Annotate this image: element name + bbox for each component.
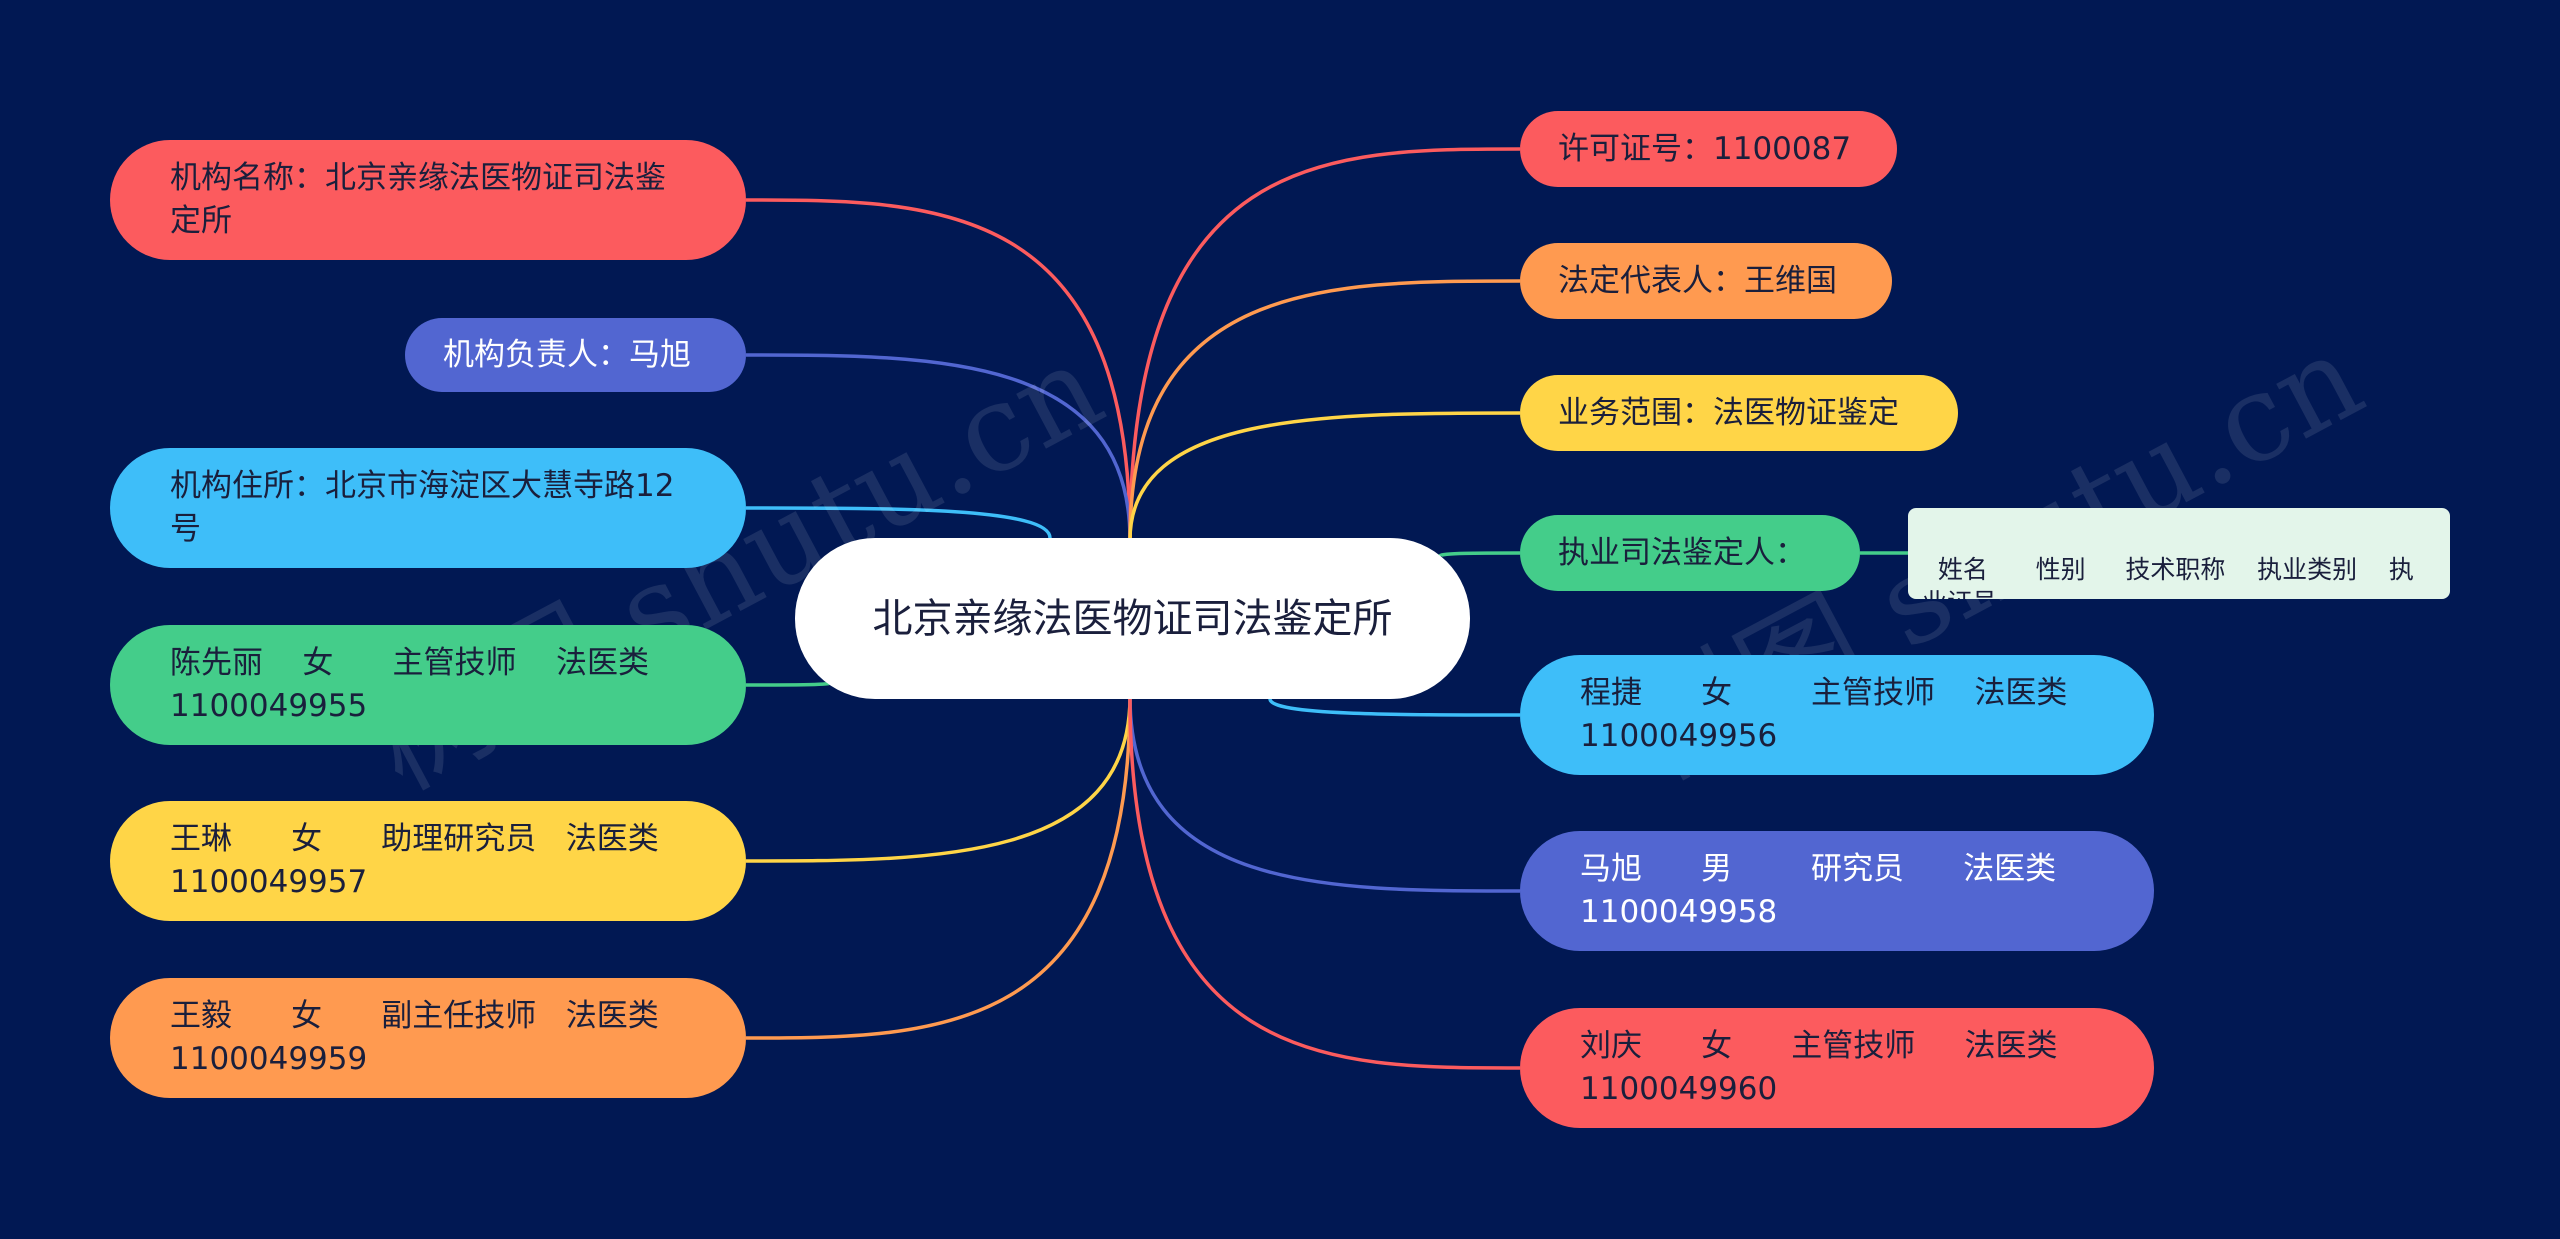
right-node-label: 法定代表人：王维国 <box>1558 262 1837 299</box>
central-topic[interactable]: 北京亲缘法医物证司法鉴定所 <box>795 538 1470 699</box>
left-node-label: 王琳 女 助理研究员 法医类 1100049957 <box>170 821 709 900</box>
connector-line <box>1128 696 1521 893</box>
left-node-label: 王毅 女 副主任技师 法医类 1100049959 <box>170 998 709 1077</box>
right-node-label: 业务范围：法医物证鉴定 <box>1558 394 1899 431</box>
connector-line <box>745 696 1132 1040</box>
connector-line <box>745 353 1132 541</box>
right-node-appraiser-ma[interactable]: 马旭 男 研究员 法医类 1100049958 <box>1520 831 2154 951</box>
right-node-label: 执业司法鉴定人： <box>1558 534 1806 571</box>
connector-line <box>1128 411 1521 541</box>
right-node-business-scope[interactable]: 业务范围：法医物证鉴定 <box>1520 375 1958 451</box>
connector-line <box>1128 696 1521 1070</box>
connector-line <box>745 198 1132 541</box>
right-node-legal-rep[interactable]: 法定代表人：王维国 <box>1520 243 1892 319</box>
right-node-label: 许可证号：1100087 <box>1558 130 1852 167</box>
connector-line <box>745 506 1052 539</box>
left-node-org-head[interactable]: 机构负责人：马旭 <box>405 318 746 392</box>
appraiser-table-header-note[interactable]: 姓名 性别 技术职称 执业类别 执业证号 <box>1908 508 2450 599</box>
right-node-label: 程捷 女 主管技师 法医类 1100049956 <box>1580 675 2117 754</box>
left-node-org-address[interactable]: 机构住所：北京市海淀区大慧寺路12号 <box>110 448 746 568</box>
connector-line <box>745 681 832 687</box>
left-node-org-name[interactable]: 机构名称：北京亲缘法医物证司法鉴定所 <box>110 140 746 260</box>
right-node-appraisers[interactable]: 执业司法鉴定人： <box>1520 515 1860 591</box>
left-node-appraiser-wang-yi[interactable]: 王毅 女 副主任技师 法医类 1100049959 <box>110 978 746 1098</box>
left-node-appraiser-chen[interactable]: 陈先丽 女 主管技师 法医类 1100049955 <box>110 625 746 745</box>
connector-line <box>1128 147 1521 541</box>
left-node-label: 机构负责人：马旭 <box>443 336 691 373</box>
left-node-label: 机构住所：北京市海淀区大慧寺路12号 <box>170 468 675 547</box>
left-node-label: 陈先丽 女 主管技师 法医类 1100049955 <box>170 645 699 724</box>
connector-line <box>1128 279 1521 541</box>
left-node-appraiser-wang-lin[interactable]: 王琳 女 助理研究员 法医类 1100049957 <box>110 801 746 921</box>
right-node-label: 马旭 男 研究员 法医类 1100049958 <box>1580 851 2126 930</box>
right-node-appraiser-liu[interactable]: 刘庆 女 主管技师 法医类 1100049960 <box>1520 1008 2154 1128</box>
connector-line <box>1438 551 1521 558</box>
connector-line <box>1268 698 1521 717</box>
right-node-label: 刘庆 女 主管技师 法医类 1100049960 <box>1580 1028 2107 1107</box>
central-topic-label: 北京亲缘法医物证司法鉴定所 <box>872 595 1393 642</box>
right-node-license[interactable]: 许可证号：1100087 <box>1520 111 1897 187</box>
right-node-appraiser-cheng[interactable]: 程捷 女 主管技师 法医类 1100049956 <box>1520 655 2154 775</box>
note-label: 姓名 性别 技术职称 执业类别 执业证号 <box>1922 555 2414 599</box>
left-node-label: 机构名称：北京亲缘法医物证司法鉴定所 <box>170 160 666 239</box>
connector-line <box>745 696 1132 863</box>
